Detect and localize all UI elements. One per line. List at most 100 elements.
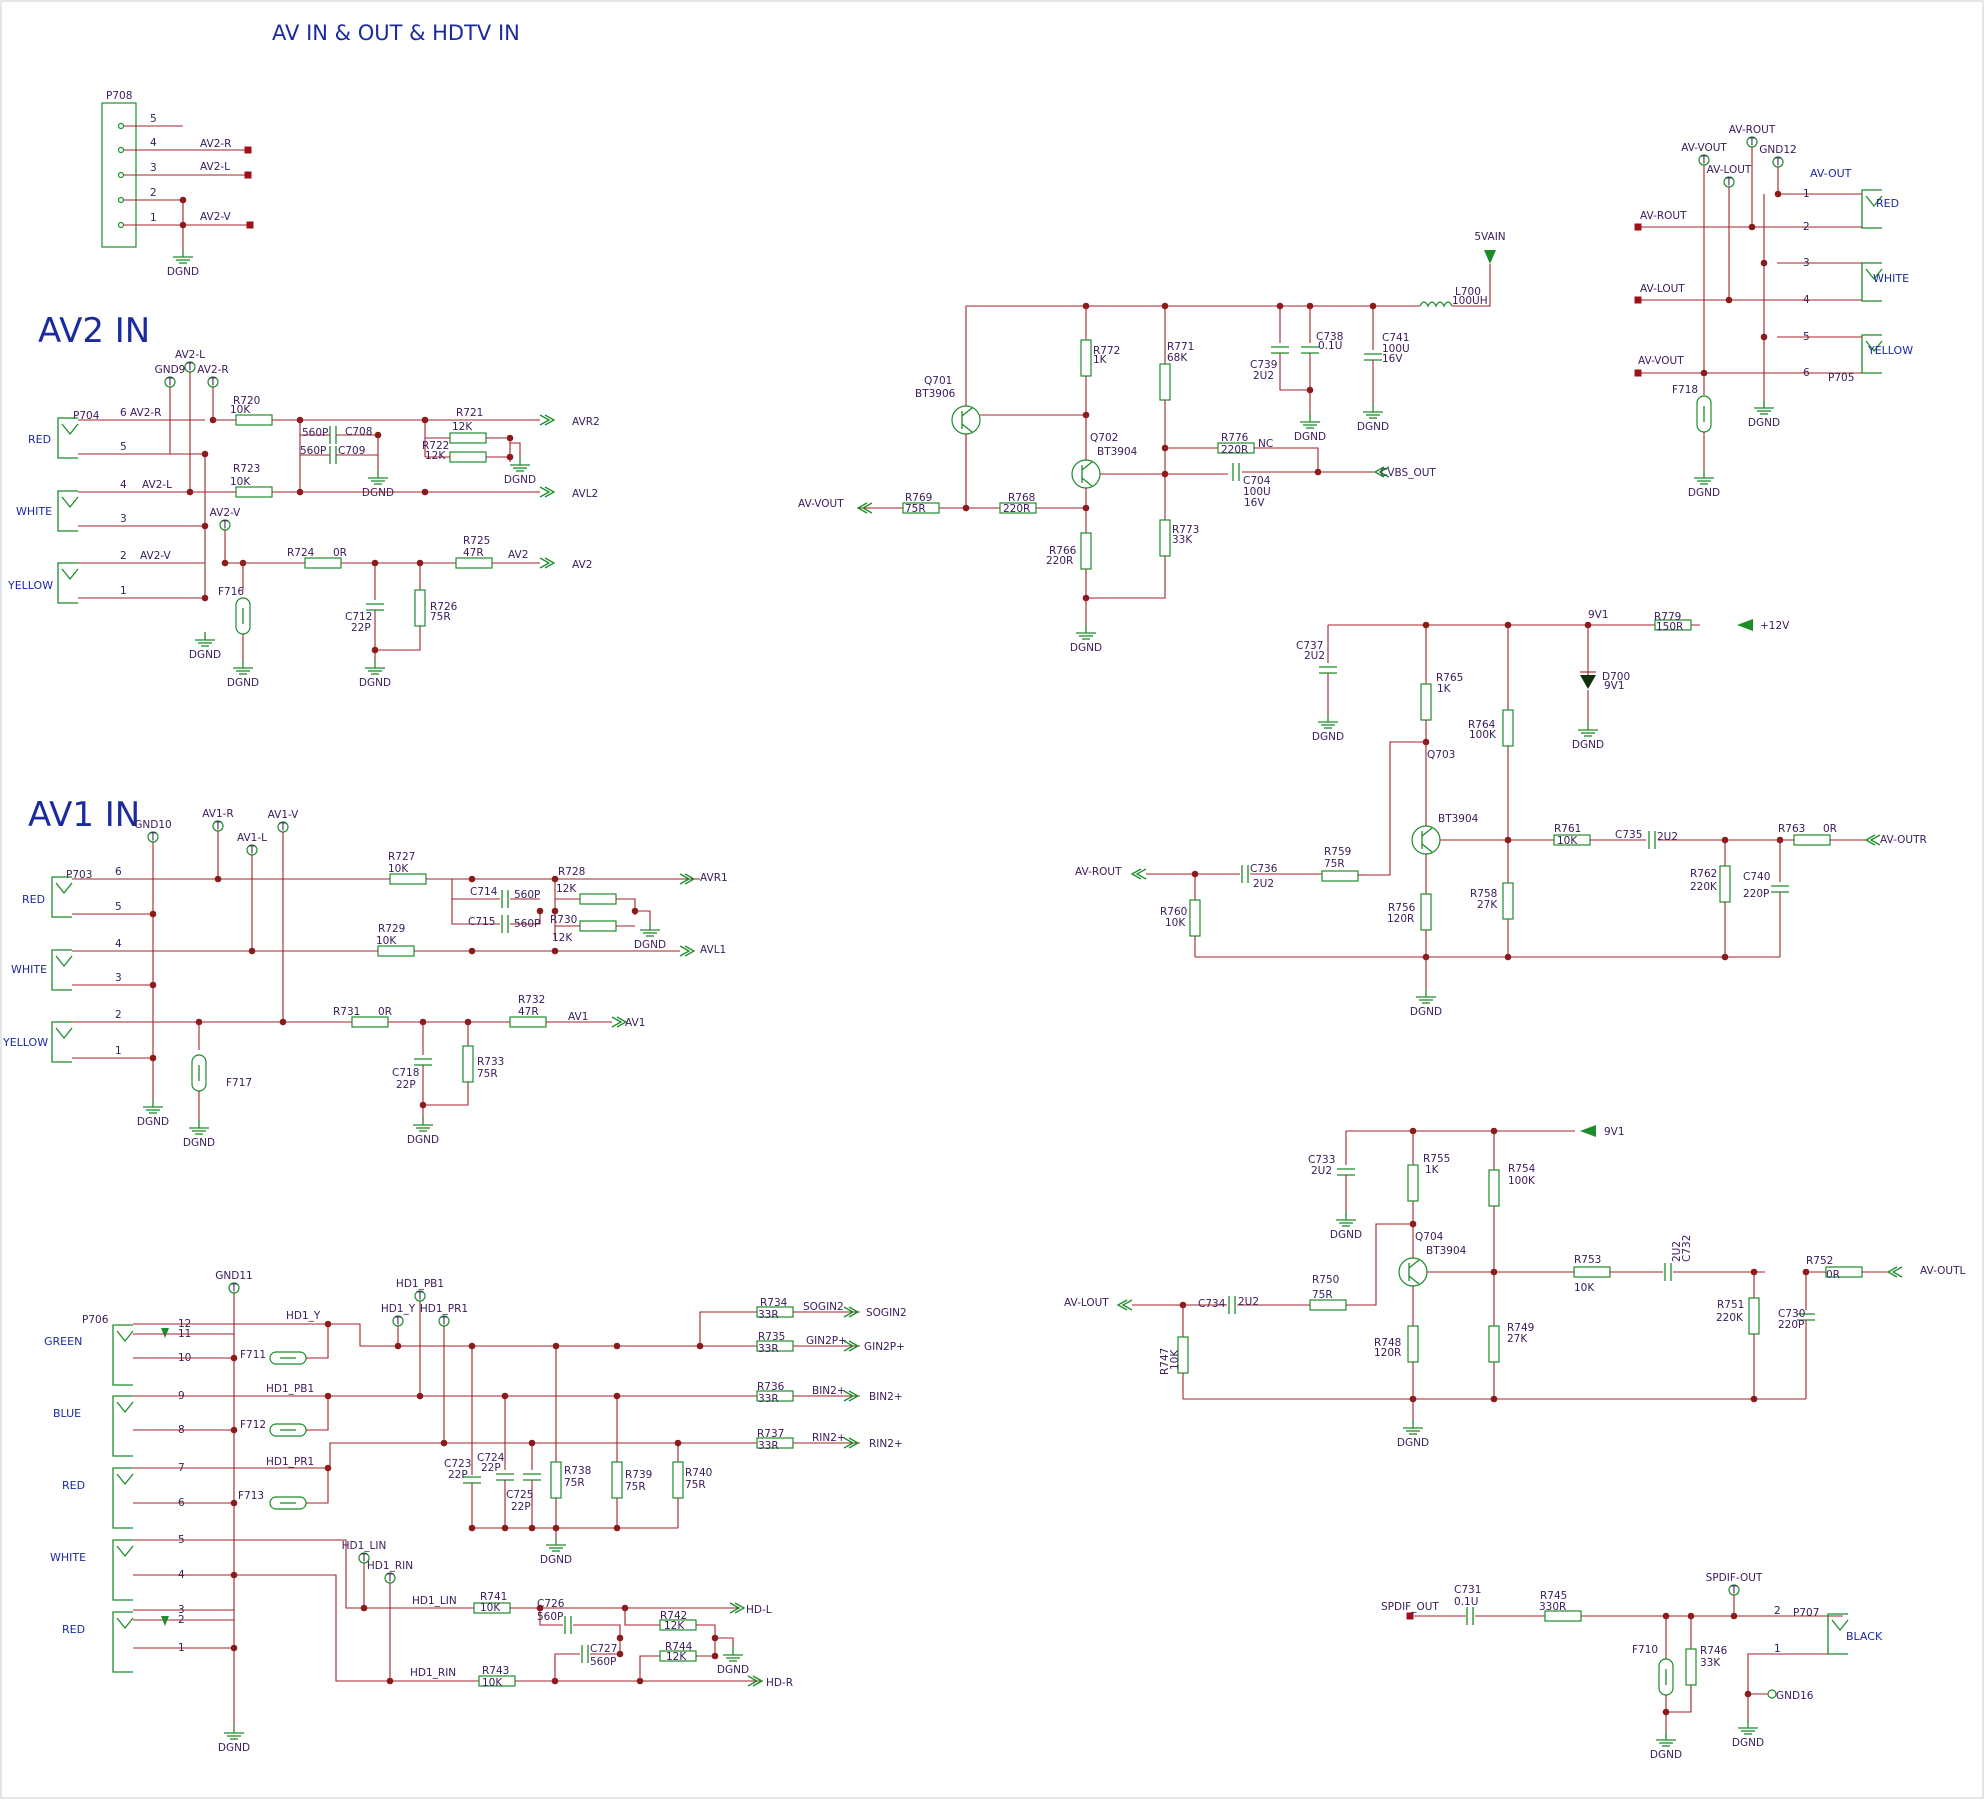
wire xyxy=(1358,741,1426,876)
junction-dot xyxy=(1750,1395,1758,1403)
rca-jack-red xyxy=(51,876,73,918)
junction-dot xyxy=(1774,190,1782,198)
junction-dot xyxy=(1490,1395,1498,1403)
resistor-r725 xyxy=(455,557,493,569)
value-r729: 10K xyxy=(376,935,397,947)
ref-r752: R752 xyxy=(1806,1255,1833,1267)
wire xyxy=(510,911,541,925)
wire xyxy=(375,626,421,651)
jack-label-white: WHITE xyxy=(1873,272,1909,285)
ground-label: DGND xyxy=(1572,739,1604,751)
value-c731: 0.1U xyxy=(1454,1596,1478,1608)
jack-label-red: RED xyxy=(22,893,45,906)
junction-dot xyxy=(149,981,157,989)
value-r735: 33R xyxy=(758,1343,779,1355)
ref-r749: R749 xyxy=(1507,1322,1534,1334)
value-r771: 68K xyxy=(1167,352,1188,364)
resistor-r731 xyxy=(351,1016,389,1028)
ref-p707: P707 xyxy=(1793,1607,1819,1619)
ref-r741: R741 xyxy=(480,1591,507,1603)
ref-r779: R779 xyxy=(1654,611,1681,623)
ferrite-f713 xyxy=(269,1496,307,1510)
value-c725: 22P xyxy=(511,1501,531,1513)
test-pad xyxy=(1634,223,1642,231)
value-c723: 22P xyxy=(448,1469,468,1481)
ref-r763: R763 xyxy=(1778,823,1805,835)
junction-dot xyxy=(416,1392,424,1400)
ref-r735: R735 xyxy=(758,1331,785,1343)
net-avr2: AVR2 xyxy=(572,416,600,428)
pin-number: 3 xyxy=(150,162,157,174)
rca-jack-2 xyxy=(112,1467,134,1529)
value-r769: 75R xyxy=(905,503,926,515)
test-point-mark: T xyxy=(1774,157,1782,169)
junction-dot xyxy=(468,1524,476,1532)
ref-r768: R768 xyxy=(1008,492,1035,504)
test-pad xyxy=(1634,296,1642,304)
value-r761: 10K xyxy=(1557,835,1578,847)
ground-label: DGND xyxy=(1397,1437,1429,1449)
value-c733: 2U2 xyxy=(1311,1165,1332,1177)
ref-f710: F710 xyxy=(1632,1644,1658,1656)
jack-label-white: WHITE xyxy=(50,1551,86,1564)
value-r779: 150R xyxy=(1656,621,1683,633)
rca-jack-3 xyxy=(112,1539,134,1601)
ground-symbol xyxy=(1578,722,1598,737)
test-point-mark: T xyxy=(1730,1585,1738,1597)
pin-circle xyxy=(117,196,125,204)
value-r721: 12K xyxy=(452,421,473,433)
resistor-r730 xyxy=(579,920,617,932)
section-title-av1-in: AV1 IN xyxy=(28,795,140,835)
ref-r747: R747 xyxy=(1159,1348,1171,1375)
pin-number: 2 xyxy=(1774,1605,1781,1617)
ref-r730: R730 xyxy=(550,914,577,926)
junction-dot xyxy=(201,522,209,530)
value-r750: 75R xyxy=(1312,1289,1333,1301)
pin-number: 4 xyxy=(150,137,157,149)
wire xyxy=(1666,1685,1692,1713)
junction-dot xyxy=(468,1342,476,1350)
ref-c732: C732 xyxy=(1681,1235,1693,1262)
inductor-l700 xyxy=(1419,301,1453,308)
arrow-av1 xyxy=(611,1016,628,1028)
ref-r723: R723 xyxy=(233,463,260,475)
pin-circle xyxy=(117,171,125,179)
ref-f716: F716 xyxy=(218,586,244,598)
arrow-hd-l xyxy=(729,1602,746,1614)
ref-r753: R753 xyxy=(1574,1254,1601,1266)
net-av-lout-amp: AV-LOUT xyxy=(1064,1297,1109,1309)
resistor-r729 xyxy=(377,945,415,957)
net-12v: +12V xyxy=(1760,620,1790,632)
wire xyxy=(696,1638,716,1657)
test-point-mark: T xyxy=(416,1291,424,1303)
volt-c741: 16V xyxy=(1382,353,1403,365)
jack-label-black: BLACK xyxy=(1846,1630,1883,1643)
capacitor-c735 xyxy=(1648,831,1656,849)
junction-dot xyxy=(230,1354,238,1362)
ground-label: DGND xyxy=(1294,431,1326,443)
ref-r776: R776 xyxy=(1221,432,1249,444)
test-point-mark: T xyxy=(221,520,229,532)
jack-label-red: RED xyxy=(62,1479,85,1492)
test-point-label: HD1_RIN xyxy=(367,1560,413,1572)
ref-r769: R769 xyxy=(905,492,932,504)
ref-r729: R729 xyxy=(378,923,405,935)
arrow-av-lout xyxy=(1116,1299,1133,1311)
value-c708: 560P xyxy=(302,427,328,439)
junction-dot xyxy=(179,221,187,229)
junction-dot xyxy=(360,1604,368,1612)
net-label: AV2-V xyxy=(140,550,172,562)
test-point-label: GND10 xyxy=(134,819,171,831)
ground-symbol xyxy=(1300,414,1320,429)
junction-dot xyxy=(1760,259,1768,267)
ref-c715: C715 xyxy=(468,916,495,928)
ref-r750: R750 xyxy=(1312,1274,1339,1286)
net-av-rout: AV-ROUT xyxy=(1640,210,1687,222)
test-point-label: GND11 xyxy=(215,1270,252,1282)
value-r736: 33R xyxy=(758,1393,779,1405)
value-c739: 2U2 xyxy=(1253,370,1274,382)
net-avl2: AVL2 xyxy=(572,488,598,500)
pin-number: 1 xyxy=(120,585,127,597)
capacitor-c733 xyxy=(1337,1168,1355,1176)
test-point-label: AV2-V xyxy=(210,507,242,519)
